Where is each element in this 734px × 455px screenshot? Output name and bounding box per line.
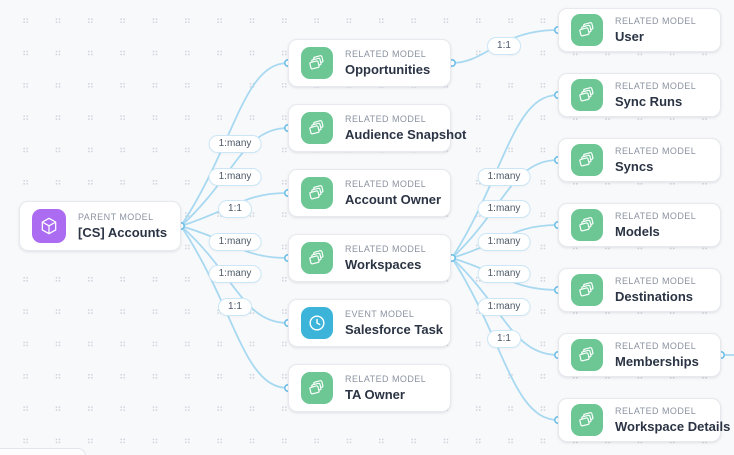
node-title: Memberships [615,354,699,369]
edge-label: 1:1 [218,200,252,218]
node-type-label: RELATED MODEL [345,179,427,189]
layers-icon [301,372,333,404]
node-memberships[interactable]: RELATED MODEL Memberships [558,333,721,377]
node-workspaces[interactable]: RELATED MODEL Workspaces [288,234,451,282]
edge-label: 1:many [208,135,262,153]
node-type-label: RELATED MODEL [345,114,427,124]
node-sync-runs[interactable]: RELATED MODEL Sync Runs [558,73,721,117]
node-syncs[interactable]: RELATED MODEL Syncs [558,138,721,182]
edge-label: 1:1 [218,298,252,316]
layers-icon [571,339,603,371]
node-account-owner[interactable]: RELATED MODEL Account Owner [288,169,451,217]
node-title: TA Owner [345,387,405,402]
node-title: Workspace Details [615,419,731,434]
node-type-label: RELATED MODEL [615,211,697,221]
layers-icon [571,274,603,306]
layers-icon [301,47,333,79]
node-user[interactable]: RELATED MODEL User [558,8,721,52]
node-type-label: RELATED MODEL [345,244,427,254]
edge-label: 1:many [477,265,531,283]
edge-line [180,62,289,227]
node-type-label: RELATED MODEL [615,406,697,416]
node-models[interactable]: RELATED MODEL Models [558,203,721,247]
bottom-left-panel [0,448,86,455]
node-title: Account Owner [345,192,442,207]
edge-line [180,225,289,324]
node-type-label: RELATED MODEL [615,16,697,26]
edge-label: 1:1 [487,330,521,348]
edge-label: 1:many [477,168,531,186]
edge-label: 1:many [477,233,531,251]
edge-line [451,257,559,356]
edge-label: 1:1 [487,37,521,55]
edge-line [180,225,289,389]
node-type-label: PARENT MODEL [78,212,154,222]
layers-icon [301,112,333,144]
node-destinations[interactable]: RELATED MODEL Destinations [558,268,721,312]
node-salesforce-task[interactable]: EVENT MODEL Salesforce Task [288,299,451,347]
node-title: Destinations [615,289,694,304]
node-opportunities[interactable]: RELATED MODEL Opportunities [288,39,451,87]
node-title: User [615,29,644,44]
layers-icon [571,144,603,176]
node-title: Audience Snapshot [345,127,467,142]
node-workspace-details[interactable]: RELATED MODEL Workspace Details [558,398,731,442]
layers-icon [571,79,603,111]
node-type-label: RELATED MODEL [615,146,697,156]
edge-label: 1:many [208,168,262,186]
cube-icon [32,209,66,243]
node-type-label: EVENT MODEL [345,309,415,319]
layers-icon [571,209,603,241]
edge-label: 1:many [477,200,531,218]
node-type-label: RELATED MODEL [615,81,697,91]
node-type-label: RELATED MODEL [345,49,427,59]
node-title: Sync Runs [615,94,683,109]
node-title: Syncs [615,159,654,174]
edge-line [451,94,559,259]
node-type-label: RELATED MODEL [615,276,697,286]
node-type-label: RELATED MODEL [615,341,697,351]
node-title: Models [615,224,660,239]
node-ta-owner[interactable]: RELATED MODEL TA Owner [288,364,451,412]
edge-label: 1:many [208,265,262,283]
clock-icon [301,307,333,339]
node-audience-snapshot[interactable]: RELATED MODEL Audience Snapshot [288,104,467,152]
node-title: [CS] Accounts [78,225,168,240]
edge-line [451,257,559,421]
node-title: Workspaces [345,257,422,272]
edge-label: 1:many [208,233,262,251]
layers-icon [301,177,333,209]
layers-icon [571,14,603,46]
edge-label: 1:many [477,298,531,316]
node-title: Opportunities [345,62,431,77]
node-parent-cs-accounts[interactable]: PARENT MODEL [CS] Accounts [19,201,181,251]
node-title: Salesforce Task [345,322,444,337]
node-type-label: RELATED MODEL [345,374,427,384]
layers-icon [301,242,333,274]
layers-icon [571,404,603,436]
edge-line [180,127,289,227]
edge-line [451,159,559,259]
